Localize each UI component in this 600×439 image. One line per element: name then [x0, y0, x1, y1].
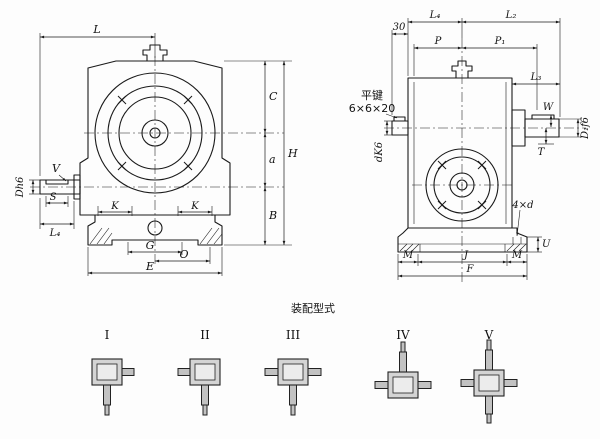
key-note-line1: 平键: [361, 88, 383, 102]
dim-U: U: [527, 236, 551, 253]
dim-label-M-left: M: [402, 250, 414, 261]
dim-output-diameter: D₁f6: [559, 116, 591, 140]
dim-label-Dh6: Dh6: [15, 176, 26, 198]
assembly-label-4: IV: [396, 328, 410, 342]
foot-hatch-left: [89, 227, 113, 245]
dim-O: O: [155, 247, 211, 264]
dim-label-L2: L₂: [505, 10, 517, 21]
key-note-line2: 6×6×20: [349, 102, 395, 115]
dim-label-K-right: K: [190, 201, 199, 212]
side-view: 30 L₄ L₂ P P₁ L₃ W T: [349, 10, 591, 282]
dim-label-C: C: [269, 90, 278, 103]
dim-label-B: B: [268, 209, 277, 222]
assembly-icon-1: [91, 358, 135, 416]
dim-label-P1: P₁: [494, 36, 506, 47]
dim-label-J: J: [462, 250, 469, 261]
assembly-icon-2: [177, 358, 221, 416]
dim-label-S: S: [50, 192, 57, 203]
dim-W: W: [543, 102, 554, 127]
dim-label-T: T: [538, 147, 546, 158]
dim-L3: L₃: [512, 72, 560, 86]
dim-label-G: G: [146, 239, 155, 252]
dim-E: E: [87, 247, 223, 276]
dim-label-30: 30: [393, 22, 406, 33]
dim-L4-front: L₄: [39, 198, 75, 239]
assembly-icon-4: [374, 341, 432, 399]
base-hatch-left: [399, 243, 420, 252]
dim-label-O: O: [179, 248, 188, 261]
drain-hole: [147, 220, 163, 236]
assembly-label-1: I: [105, 328, 110, 342]
dim-label-L4-side: L₄: [429, 10, 441, 21]
assembly-title: 装配型式: [291, 301, 335, 315]
bolt-marks: [117, 95, 193, 171]
dim-top-row: 30 L₄ L₂ P P₁: [391, 10, 561, 117]
dim-shaft-diameter: Dh6: [15, 176, 40, 198]
dim-label-4xd: 4×d: [511, 200, 533, 211]
breather-cap-side: [451, 60, 473, 79]
stub-key: [393, 116, 406, 122]
key-note: 平键 6×6×20: [349, 88, 398, 119]
assembly-label-2: II: [200, 328, 210, 342]
dim-label-V: V: [52, 162, 61, 175]
dim-G: G: [127, 239, 183, 255]
dim-holes: 4×d: [511, 200, 534, 237]
foot-hatch-right: [199, 227, 223, 245]
cover-bolt-marks: [437, 160, 487, 210]
assembly-label-3: III: [286, 328, 300, 342]
dim-label-K-left: K: [110, 201, 119, 212]
dim-bottom-row: M J M F: [397, 250, 528, 280]
dim-label-W: W: [543, 102, 554, 113]
dim-label-U: U: [542, 239, 551, 250]
dim-label-F: F: [466, 264, 475, 275]
side-housing: [407, 60, 513, 229]
dim-label-E: E: [145, 260, 154, 273]
dim-label-dK6: dK6: [374, 141, 385, 162]
assembly-types-section: 装配型式 I II III IV V: [91, 301, 518, 424]
front-view: L C a B H V S: [15, 23, 298, 276]
base-hatch-right: [506, 243, 527, 252]
shaft-collar: [73, 174, 81, 200]
assembly-label-5: V: [484, 328, 494, 342]
dim-label-H: H: [287, 147, 298, 160]
dim-K-left: K: [97, 201, 133, 216]
dim-right-stack: C a B H: [224, 60, 298, 246]
dim-label-P: P: [434, 36, 442, 47]
side-base: [397, 227, 528, 253]
front-housing: [79, 44, 231, 216]
input-stub: [391, 116, 409, 136]
output-key: [531, 114, 555, 120]
dim-label-M-right: M: [511, 250, 523, 261]
dim-S: S: [45, 192, 69, 207]
output-shaft: [511, 109, 560, 147]
dim-V: V: [52, 162, 67, 182]
dim-label-L3: L₃: [530, 72, 542, 83]
dim-label-a: a: [269, 153, 276, 166]
dim-label-L4: L₄: [49, 228, 61, 239]
dim-L: L: [39, 23, 156, 176]
assembly-icon-3: [264, 358, 322, 416]
assembly-icon-5: [460, 339, 518, 424]
front-base: [87, 214, 223, 246]
shaft-key: [45, 179, 69, 185]
dim-K-right: K: [177, 201, 213, 216]
dim-input-diameter: dK6: [374, 120, 392, 162]
dim-label-D1f6: D₁f6: [580, 116, 591, 140]
dim-label-L: L: [92, 23, 100, 36]
input-shaft: [39, 174, 81, 200]
dim-T: T: [538, 127, 554, 158]
